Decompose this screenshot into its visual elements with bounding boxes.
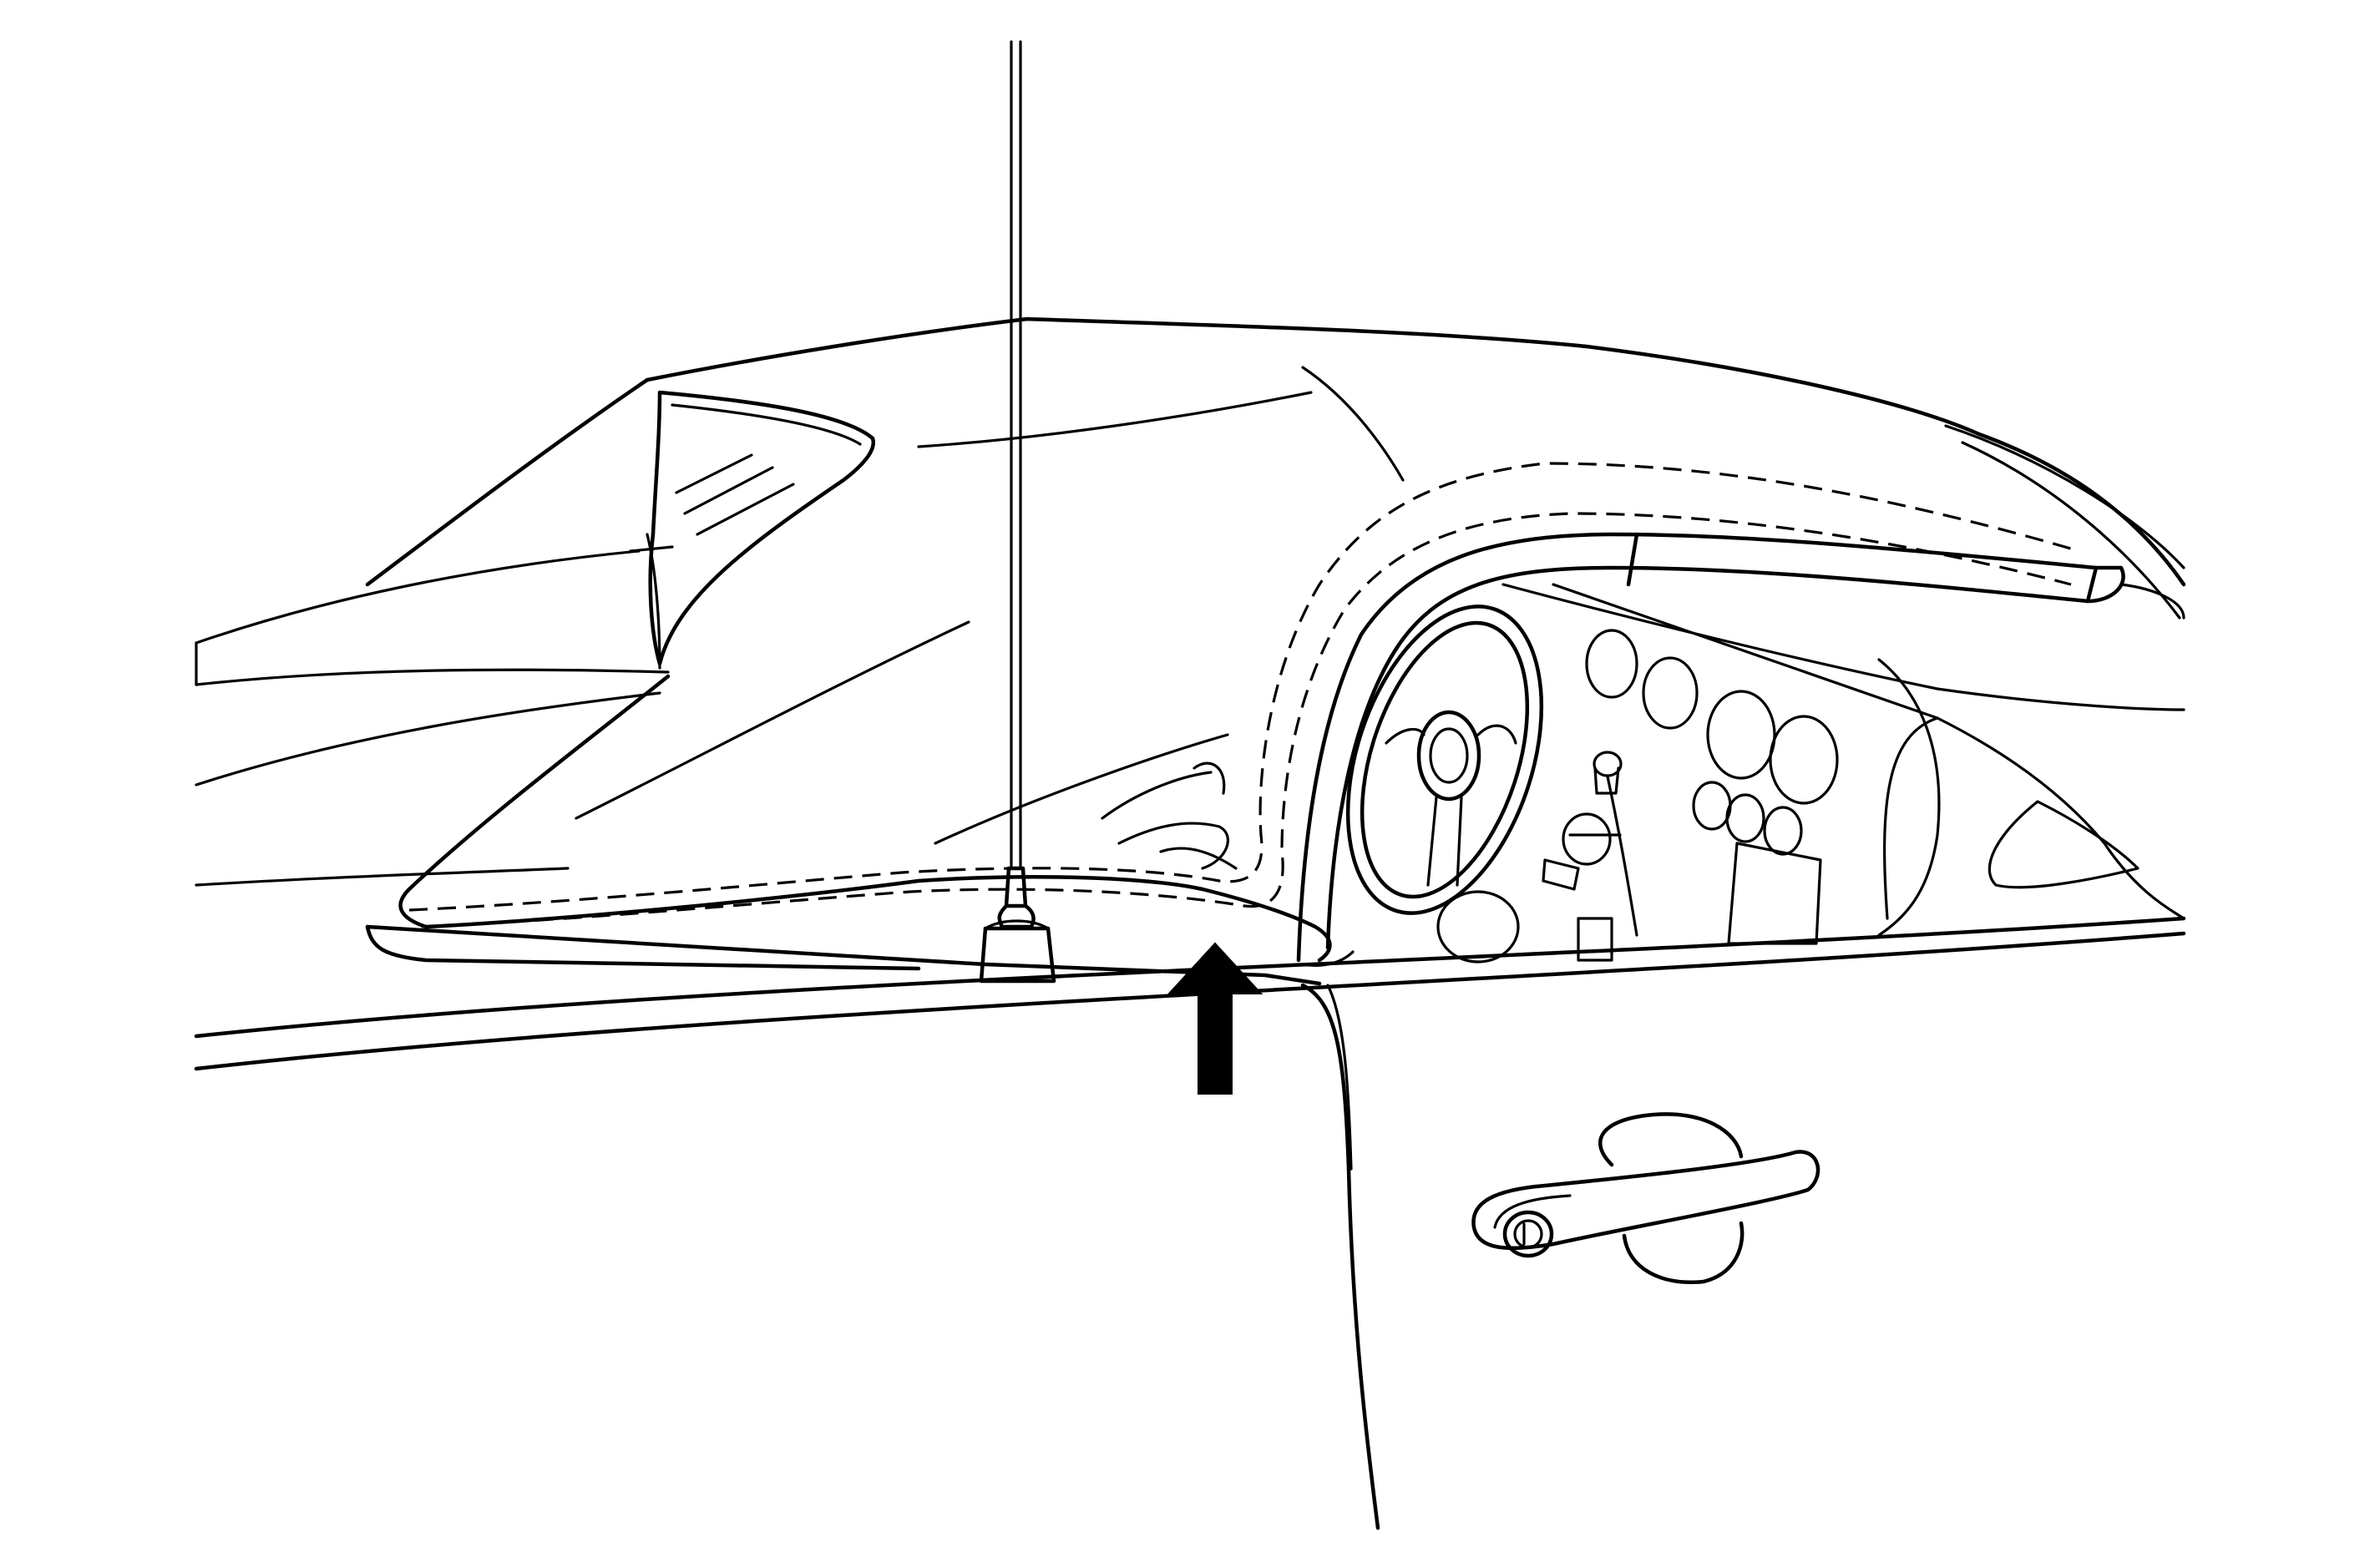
- center-console: [1436, 751, 1623, 964]
- steering-wheel: [1345, 604, 1544, 915]
- soft-top: [195, 316, 2186, 963]
- antenna-base: [979, 919, 1056, 984]
- door-edge: [1300, 983, 1380, 1530]
- body-beltline: [194, 916, 2186, 1071]
- windshield-frame: [1296, 532, 2185, 967]
- door-handle: [1471, 1112, 1820, 1284]
- door-lock: [1502, 1210, 1554, 1258]
- callout-arrow: [1167, 942, 1263, 1095]
- stitched-seam: [408, 462, 2080, 928]
- dashboard: [1501, 583, 2185, 937]
- rear-window: [629, 390, 876, 670]
- instrument-cluster: [1568, 629, 1839, 945]
- antenna: [997, 40, 1036, 929]
